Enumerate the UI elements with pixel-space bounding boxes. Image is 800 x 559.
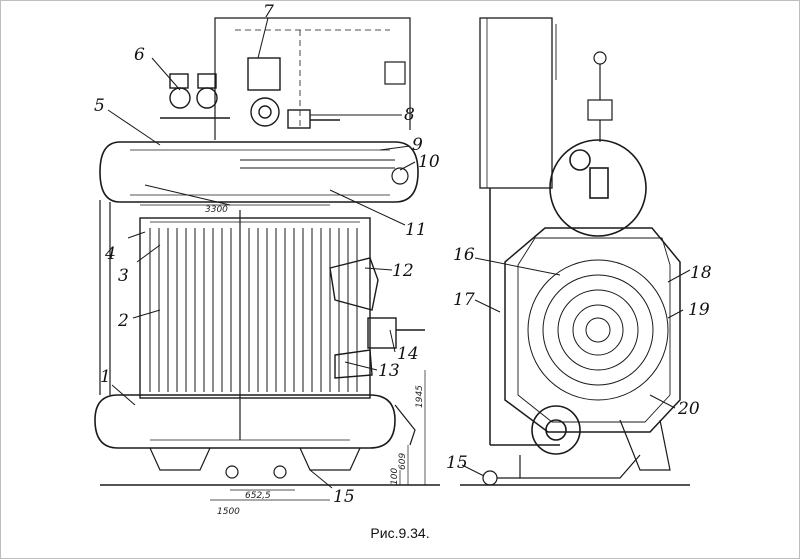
right-view <box>479 17 681 486</box>
callout-14: 14 <box>397 344 419 364</box>
tube-bundle-left <box>149 228 358 392</box>
callout-16: 16 <box>453 245 475 265</box>
callout-20: 20 <box>677 399 700 419</box>
left-view: 3300 1500 652,5 1945 609 100 <box>94 17 426 517</box>
right-furnace-wall <box>489 188 681 446</box>
gas-equipment <box>247 57 340 129</box>
furnace-ring <box>585 317 611 343</box>
figure-caption: Рис.9.34. <box>370 525 430 541</box>
dim-width-bottom: 1500 <box>217 507 240 517</box>
supports <box>149 447 361 479</box>
callout-2: 2 <box>117 311 129 331</box>
callout-12: 12 <box>392 261 414 281</box>
furnace-ring <box>527 259 669 401</box>
furnace-ring <box>557 289 639 371</box>
callout-13: 13 <box>378 361 400 381</box>
side-pipes <box>99 167 416 446</box>
furnace-ring <box>542 274 654 386</box>
callout-17: 17 <box>453 290 475 310</box>
upper-drum <box>99 141 419 206</box>
dim-width-top: 3300 <box>205 205 228 215</box>
callout-19: 19 <box>688 300 710 320</box>
furnace-ring <box>572 304 624 356</box>
callout-11: 11 <box>405 220 427 240</box>
right-valve <box>587 51 613 142</box>
furnace-circles <box>527 259 669 401</box>
right-stack <box>479 17 557 189</box>
right-upper-drum <box>549 139 647 237</box>
callout-7: 7 <box>263 2 274 22</box>
dim-span: 652,5 <box>245 491 271 501</box>
right-supports <box>482 419 671 486</box>
dim-height-3: 100 <box>390 468 400 485</box>
callout-10: 10 <box>418 152 440 172</box>
callout-1: 1 <box>100 367 111 387</box>
lower-drum <box>94 394 396 449</box>
callout-4: 4 <box>104 244 116 264</box>
callout-3: 3 <box>118 266 129 286</box>
dimension-lines <box>140 204 426 501</box>
safety-valves <box>160 73 230 119</box>
burner <box>329 257 425 379</box>
callout-9: 9 <box>412 135 423 155</box>
callouts: 1 2 3 4 5 6 7 8 9 10 11 12 13 14 15 15 1… <box>94 2 712 507</box>
dim-height-2: 609 <box>398 453 408 470</box>
right-lower-drum <box>531 405 581 455</box>
casing <box>139 210 371 440</box>
callout-18: 18 <box>690 263 712 283</box>
callout-8: 8 <box>404 105 415 125</box>
callout-5: 5 <box>94 96 105 116</box>
dim-height-1: 1945 <box>415 385 425 408</box>
callout-15-right: 15 <box>446 453 468 473</box>
callout-6: 6 <box>134 45 145 65</box>
leader-lines <box>107 17 691 489</box>
top-structure <box>214 17 411 140</box>
callout-15-left: 15 <box>333 487 355 507</box>
